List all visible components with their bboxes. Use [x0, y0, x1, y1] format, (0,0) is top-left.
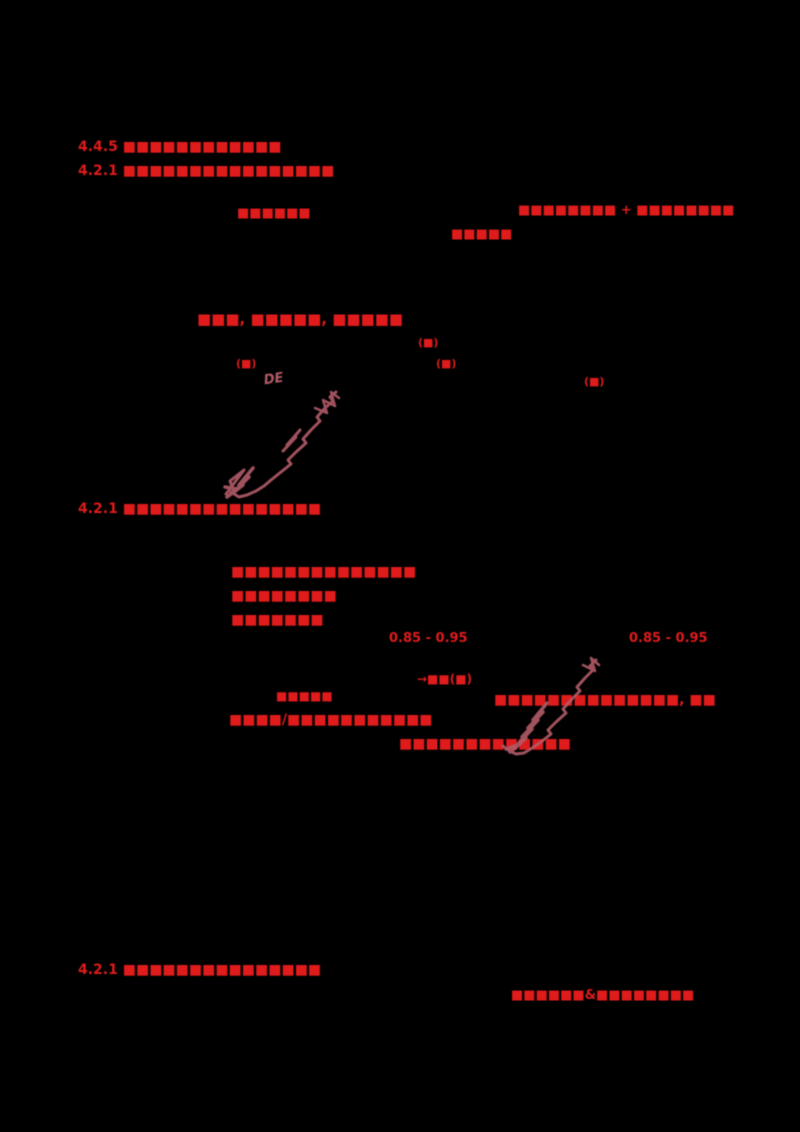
value-range-right: 0.85 - 0.95 [629, 631, 708, 646]
note-bottom-right: ■■■■■■&■■■■■■■■ [511, 988, 695, 1003]
list-line-1: ■■■■■■■■■■■■■■ [231, 564, 417, 580]
value-range-left: 0.85 - 0.95 [389, 631, 468, 646]
pen-stroke [223, 466, 255, 499]
unit-label-1: (■) [418, 336, 439, 349]
label-below-formula: ■■■■■ [451, 227, 513, 242]
pen-stroke [313, 390, 341, 415]
pen-stroke [229, 390, 338, 499]
section-heading-445: 4.4.5 ■■■■■■■■■■■■ [78, 139, 282, 155]
pen-stroke [281, 428, 302, 453]
pen-stroke [224, 468, 250, 496]
unit-label-4: (■) [584, 375, 605, 388]
unit-label-3: (■) [436, 357, 457, 370]
label-mid-top: ■■■■■■ [237, 206, 311, 221]
formula-bottom: ■■■■■■■■■■■■■ [399, 736, 571, 752]
handwritten-de-annotation: DE [262, 370, 285, 389]
list-line-2: ■■■■■■■■ [231, 588, 337, 604]
pen-stroke [581, 656, 601, 673]
formula-mid-left: ■■■■/■■■■■■■■■■■ [229, 712, 433, 728]
unit-label-2: (■) [236, 357, 257, 370]
formula-top-right: ■■■■■■■■ + ■■■■■■■■ [518, 203, 735, 218]
formula-mid-right: ■■■■■■■■■■■■■■, ■■ [494, 692, 716, 708]
formula-row: ■■■, ■■■■■, ■■■■■ [197, 310, 404, 328]
section-heading-421-bottom: 4.2.1 ■■■■■■■■■■■■■■■ [78, 962, 322, 978]
section-heading-421-top: 4.2.1 ■■■■■■■■■■■■■■■■ [78, 163, 335, 179]
arrow-note: →■■(■) [417, 672, 473, 686]
list-line-3: ■■■■■■■ [231, 612, 324, 628]
small-note: ■■■■■ [276, 689, 333, 703]
section-heading-421-mid: 4.2.1 ■■■■■■■■■■■■■■■ [78, 501, 322, 517]
